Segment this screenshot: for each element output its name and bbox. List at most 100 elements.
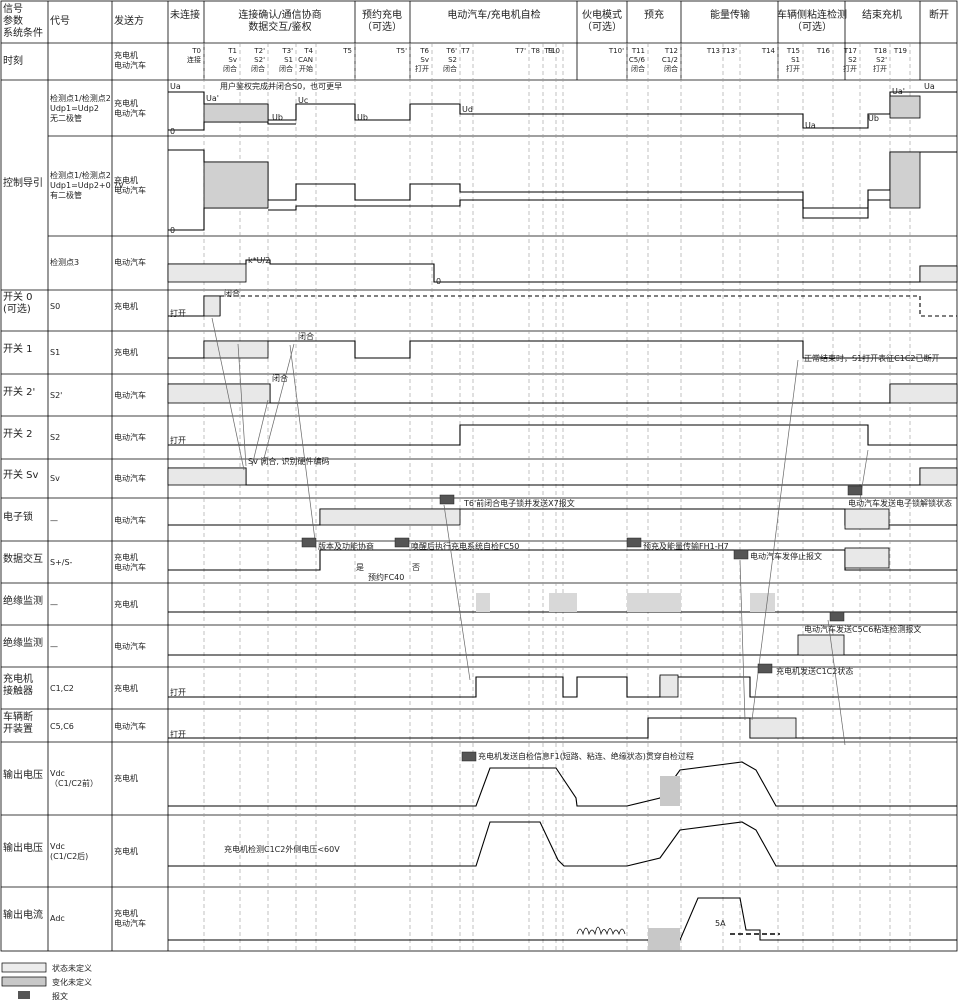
time-label: T10 <box>546 47 560 55</box>
ann-s2p-close: 闭合 <box>272 373 288 383</box>
vdc2-wave <box>168 821 957 867</box>
header-signal-line: 参数 <box>3 14 23 27</box>
ann-c56-open: 打开 <box>170 729 186 739</box>
row-code-label: Adc <box>50 914 65 923</box>
phase-label: 车辆侧粘连检测 <box>777 8 847 21</box>
ann-s1-close: 闭合 <box>298 331 314 341</box>
c12-wave <box>168 676 957 698</box>
ann-vdc2-msg: 充电机检测C1C2外侧电压<60V <box>224 844 340 854</box>
row-signal-label: 开关 2 <box>3 427 33 440</box>
time-label: T2' <box>253 47 265 55</box>
time-label: S1 <box>791 56 800 64</box>
time-label: 打开 <box>415 64 429 73</box>
time-label: S2' <box>876 56 887 64</box>
row-sender-label: 电动汽车 <box>114 390 146 400</box>
row-signal-label: 数据交互 <box>3 552 43 565</box>
shaded-regions <box>167 95 958 950</box>
time-label: 闭合 <box>443 64 457 73</box>
time-label: 闭合 <box>279 64 293 73</box>
row-code-label: — <box>50 600 58 609</box>
pilot2-wave-b <box>268 199 890 219</box>
envelope-icon <box>301 537 317 548</box>
ann-s2-open: 打开 <box>170 435 186 445</box>
row-signal-label: 车辆断 <box>3 710 33 723</box>
time-label: T1 <box>227 47 237 55</box>
annotations: Ua Ua' Ub Uc Ub Ud Ua Ub Ua' Ua 0 0 0 用户… <box>170 81 952 928</box>
time-label: T14 <box>761 47 776 55</box>
row-signal-label: 开关 Sv <box>3 468 39 481</box>
row-code-label: (C1/C2后) <box>50 851 88 861</box>
ann-ub3: Ub <box>868 114 879 123</box>
envelope-icon <box>847 485 863 496</box>
phase-label: 电动汽车/充电机自检 <box>447 8 540 21</box>
lock-box <box>319 508 461 526</box>
row-code-label: Sv <box>50 474 60 483</box>
time-label: 闭合 <box>664 64 678 73</box>
time-label: 打开 <box>786 64 800 73</box>
time-label: Sv <box>228 56 237 64</box>
envelope-icon <box>18 991 30 999</box>
ann-s0-open: 打开 <box>170 308 186 318</box>
header-sender-sub-1: 充电机 <box>114 50 138 60</box>
pilot2-end-box <box>889 151 921 209</box>
row-signal-label: 充电机 <box>3 672 33 685</box>
ann-data-fc40: 预约FC40 <box>368 572 404 582</box>
envelope-icon <box>757 663 773 674</box>
ann-uc1: Uc <box>298 96 308 105</box>
row-code-label: — <box>50 642 58 651</box>
ins1-shade-3 <box>627 593 681 612</box>
ann-ins2-msg: 电动汽车发送C5C6粘连检测报文 <box>804 624 921 634</box>
ann-ua5: Ua <box>924 82 935 91</box>
row-sender-label: 电动汽车 <box>114 108 146 118</box>
s0-wave-dashed <box>220 295 957 317</box>
time-label: 闭合 <box>631 64 645 73</box>
phase-label: 预充 <box>644 8 664 21</box>
row-signal-label: 输出电压 <box>3 768 43 781</box>
envelope-icon <box>461 751 477 762</box>
row-sender-label: 电动汽车 <box>114 515 146 525</box>
row-sender-label: 充电机 <box>114 599 138 609</box>
legend: 状态未定义 变化未定义 报文 <box>1 962 92 1001</box>
time-label: 闭合 <box>223 64 237 73</box>
time-grid <box>203 43 911 951</box>
ann-s0-close: 闭合 <box>224 288 240 298</box>
row-code-label: S0 <box>50 302 60 311</box>
s2p-wave <box>168 383 957 404</box>
sequence-arrows <box>211 317 869 746</box>
waveforms <box>168 91 957 941</box>
time-label: 打开 <box>843 64 857 73</box>
row-sender-label: 充电机 <box>114 908 138 918</box>
phase-label: 未连接 <box>170 8 200 21</box>
row-code-label: Vdc <box>50 769 65 778</box>
ann-data-msg2: 唤醒后执行充电系统自检FC50 <box>411 541 519 551</box>
pilot1-undef-box <box>203 103 269 123</box>
row-signal-label: (可选) <box>3 302 31 315</box>
ann-data-no: 否 <box>412 563 420 572</box>
legend-label-message: 报文 <box>52 991 68 1001</box>
ann-lock-msg1: T6'前闭合电子锁并发送X7报文 <box>463 498 575 508</box>
row-code-label: 检测点1/检测点2 <box>50 170 111 180</box>
ann-ua1: Ua <box>170 82 181 91</box>
time-label: CAN <box>298 56 313 64</box>
sv-box-right <box>919 467 958 486</box>
row-code-label: S2 <box>50 433 60 442</box>
pilot3-box-left <box>167 263 247 283</box>
row-sender-label: 电动汽车 <box>114 918 146 928</box>
adc-shade <box>648 928 680 950</box>
row-code-label: — <box>50 516 58 525</box>
header-sender-sub-2: 电动汽车 <box>114 60 146 70</box>
time-label: 闭合 <box>251 64 265 73</box>
ins1-shade-1 <box>476 593 490 612</box>
row-sender-label: 充电机 <box>114 552 138 562</box>
phase-label: 预约充电 <box>362 8 402 21</box>
time-label: C5/6 <box>629 56 646 64</box>
header-sender: 发送方 <box>114 14 144 27</box>
header-time-row: 时刻 <box>3 54 23 67</box>
ins2-box <box>797 634 845 656</box>
legend-swatch-undef-change <box>1 976 47 987</box>
row-code-label: 有二极管 <box>50 190 82 200</box>
row-signal-label: 开关 1 <box>3 342 33 355</box>
time-label: T6' <box>445 47 457 55</box>
time-label: T3' <box>281 47 293 55</box>
